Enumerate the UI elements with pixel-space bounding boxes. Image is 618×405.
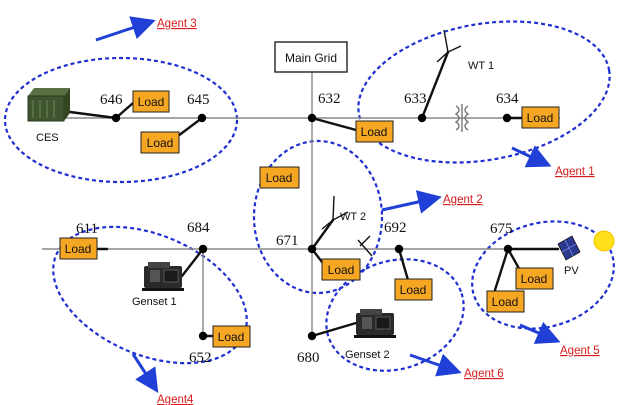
agent4-arrow [131,353,159,394]
load-645-link [176,116,204,138]
load-box: Load [486,290,525,313]
agent6-boundary [325,258,465,372]
load-692-link [397,247,410,282]
wt1-label: WT 1 [468,60,494,72]
wt1-link [420,50,450,120]
genset2-link [310,321,358,338]
load-632-link [310,116,358,132]
svg-text:Load: Load [218,330,245,344]
agent3-label: Agent 3 [157,18,197,30]
node-684-dot [198,244,208,254]
agent5-label: Agent 5 [560,345,600,357]
genset-1-label: Genset 1 [132,296,177,308]
wt2-link [310,218,335,251]
node-652-label: 652 [189,350,212,366]
node-634-label: 634 [496,91,519,107]
node-634-dot [502,113,512,123]
ces-label: CES [36,132,59,144]
svg-text:Load: Load [521,272,548,286]
node-645-label: 645 [187,92,210,108]
transformer-icon [454,104,470,132]
genset1-link [180,247,205,278]
svg-text:Load: Load [65,242,92,256]
agent4-label: Agent4 [157,394,194,405]
agent3-arrow [95,16,156,42]
agent3-boundary [3,56,239,184]
node-680-label: 680 [297,350,320,366]
svg-text:Load: Load [266,171,293,185]
load-box: Load [140,131,180,154]
agent6-label: Agent 6 [464,368,504,380]
node-692-label: 692 [384,220,407,236]
svg-text:Load: Load [361,125,388,139]
ces-container-icon [27,88,70,122]
node-692-dot [394,244,404,254]
wind-turbine-2-icon [321,195,349,230]
node-633-label: 633 [404,91,427,107]
switch-icon [357,235,373,257]
node-646-dot [111,113,121,123]
node-675-label: 675 [490,221,513,237]
genset-1-icon [142,262,184,291]
wind-turbine-1-icon [436,29,462,63]
node-632-label: 632 [318,91,341,107]
node-675-dot [503,244,513,254]
svg-text:Load: Load [138,95,165,109]
node-684-label: 684 [187,220,210,236]
load-675b-link [493,247,510,292]
load-box: Load [212,325,251,348]
node-611-label: 611 [76,221,98,237]
node-671-dot [307,244,317,254]
pv-label: PV [564,265,579,277]
svg-text:Load: Load [147,136,174,150]
agent6-arrow [409,353,462,377]
load-box: Load [321,258,361,281]
svg-text:Load: Load [492,295,519,309]
agent5-boundary [471,220,615,330]
load-box: Load [521,106,560,129]
agent4-boundary [52,225,248,365]
load-box: Load [59,237,98,260]
load-box: Load [355,120,394,143]
node-652-dot [198,331,208,341]
svg-text:Load: Load [328,263,355,277]
genset-2-icon [354,309,396,338]
node-632-dot [307,113,317,123]
agent2-arrow [381,190,442,214]
svg-text:Load: Load [527,111,554,125]
load-box: Load [259,166,300,189]
main-grid-label: Main Grid [285,51,337,65]
load-box: Load [394,278,433,301]
node-633-dot [417,113,427,123]
ces-link [68,110,118,120]
agent1-label: Agent 1 [555,166,595,178]
load-box: Load [132,90,170,113]
agent2-boundary [252,139,384,295]
agent5-arrow [519,321,561,344]
load-box: Load [515,267,554,290]
agent1-boundary [357,20,611,164]
genset-2-label: Genset 2 [345,349,390,361]
node-671-label: 671 [276,233,299,249]
node-646-label: 646 [100,92,123,108]
sun-icon [593,230,615,252]
svg-text:Load: Load [400,283,427,297]
agent1-arrow [511,145,552,168]
pv-panel-icon [557,235,581,261]
agent2-label: Agent 2 [443,194,483,206]
node-645-dot [197,113,207,123]
node-680-dot [307,331,317,341]
main-grid-box [274,41,348,73]
wt2-label: WT 2 [340,211,366,223]
